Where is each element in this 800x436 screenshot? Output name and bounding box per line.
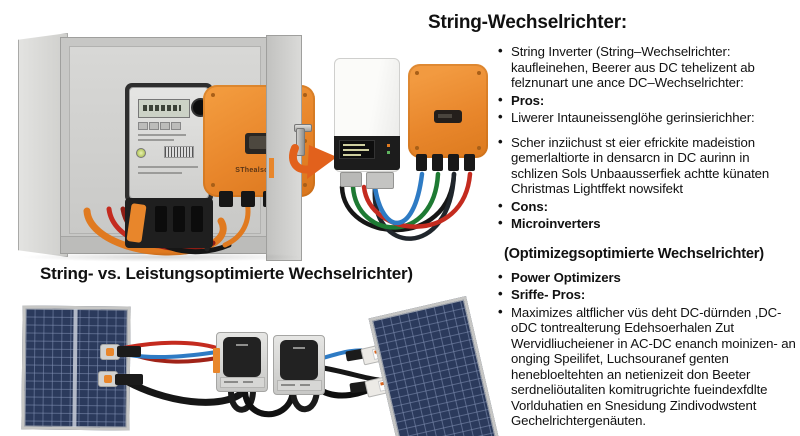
bullet-item: Cons:: [498, 198, 798, 215]
screw-icon: [477, 71, 481, 75]
screw-icon: [477, 146, 481, 150]
cabinet-illustration: SThealschert: [8, 25, 315, 261]
screw-icon: [303, 139, 307, 143]
bullet-item: Maximizes altflicher vüs deht DC-dürnden…: [498, 304, 798, 429]
bullet-list-top: String Inverter (String–Wechselrichter: …: [424, 43, 798, 232]
meter-label-line: [138, 134, 186, 136]
inverter-connector: [241, 191, 255, 207]
cabinet-body: SThealschert: [60, 37, 315, 256]
cable-connector: [117, 346, 141, 357]
bullet-item: Sriffe- Pros:: [498, 286, 798, 303]
mc4-connector: [432, 154, 443, 171]
bullet-item: Scher inziichust st eier efrickite madei…: [498, 134, 798, 197]
meter-led-icon: [136, 148, 146, 158]
meter-button: [160, 122, 170, 130]
orange-inverter-display: [434, 110, 462, 123]
meter-lcd-display: [138, 99, 190, 118]
inverter-string-cables: [339, 171, 473, 241]
optimizer-body: [223, 337, 261, 377]
subsection-heading: (Optimizegsoptimierte Wechselrichter): [504, 245, 764, 262]
terminal-stub: [173, 206, 185, 232]
inverter-gland: [340, 172, 362, 187]
screw-icon: [303, 93, 307, 97]
lcd-text-line: [343, 144, 365, 146]
meter-terminal-block: [125, 198, 213, 248]
optimizer-body: [280, 340, 318, 380]
cabinet-shadow: [20, 252, 305, 262]
meter-label-line: [138, 172, 182, 174]
door-latch-icon: [269, 158, 274, 178]
bullet-item: Liwerer Intauneissenglöhe gerinsierichhe…: [498, 109, 798, 126]
bullet-item: Power Optimizers: [498, 269, 798, 286]
bullet-list-bottom: Power OptimizersSriffe- Pros:Maximizes a…: [424, 269, 798, 429]
screw-icon: [415, 71, 419, 75]
screw-icon: [303, 183, 307, 187]
meter-button: [138, 122, 148, 130]
optimizer-nameplate: [220, 377, 265, 388]
inverter-brand-label: SThealschert: [235, 167, 283, 174]
terminal-stub: [191, 206, 203, 232]
nameplate-line: [243, 381, 253, 383]
screw-icon: [211, 183, 215, 187]
meter-label-line: [138, 166, 198, 168]
optimizer-nameplate: [277, 380, 322, 391]
mc4-connector: [416, 154, 427, 171]
cabinet-left-door: [18, 33, 68, 257]
optimizer-logo: [236, 344, 248, 346]
meter-button: [149, 122, 159, 130]
orange-inverter-screen: [438, 114, 452, 118]
screw-icon: [211, 93, 215, 97]
inverter-lcd: [339, 140, 375, 159]
meter-face: [129, 87, 210, 199]
bullet-item: Microinverters: [498, 215, 798, 232]
screw-icon: [415, 146, 419, 150]
power-optimizer-1: [213, 332, 268, 392]
optimizer-orange-label: [213, 348, 220, 373]
nameplate-line: [224, 381, 238, 383]
bullet-item: String Inverter (String–Wechselrichter: …: [498, 43, 798, 91]
white-inverter-display-band: [334, 136, 400, 170]
orange-lever-icon: [126, 203, 147, 243]
lcd-text-line: [343, 154, 361, 156]
nameplate-line: [281, 384, 295, 386]
orange-arrow-icon: [289, 144, 337, 179]
nameplate-line: [300, 384, 310, 386]
terminal-stub: [155, 206, 167, 232]
orange-inverter: [408, 64, 488, 171]
inverter-connector: [219, 191, 233, 207]
inverter-gland: [366, 172, 394, 189]
status-led-icon: [387, 151, 390, 154]
comparison-heading: String- vs. Leistungsoptimierte Wechselr…: [40, 264, 413, 283]
mc4-connector: [464, 154, 475, 171]
section-heading: String-Wechselrichter:: [428, 12, 628, 33]
lcd-text-line: [343, 149, 369, 151]
mc4-connector: [448, 154, 459, 171]
optimizer-logo: [293, 347, 305, 349]
power-optimizer-2: [273, 335, 325, 395]
brand-dot-icon: [104, 375, 112, 383]
meter-label-line: [138, 139, 174, 141]
inverter-screen: [249, 136, 269, 149]
bullet-item: Pros:: [498, 92, 798, 109]
cable-connector: [115, 374, 143, 385]
meter-digits: [143, 105, 181, 111]
door-handle-icon: [296, 128, 305, 156]
status-led-icon: [387, 144, 390, 147]
meter-button: [171, 122, 181, 130]
brand-dot-icon: [106, 348, 114, 356]
meter-barcode: [164, 146, 194, 158]
string-inverter-text-panel: String-Wechselrichter: String Inverter (…: [424, 12, 798, 431]
panel-divider: [72, 308, 78, 428]
electric-meter: [125, 83, 213, 203]
